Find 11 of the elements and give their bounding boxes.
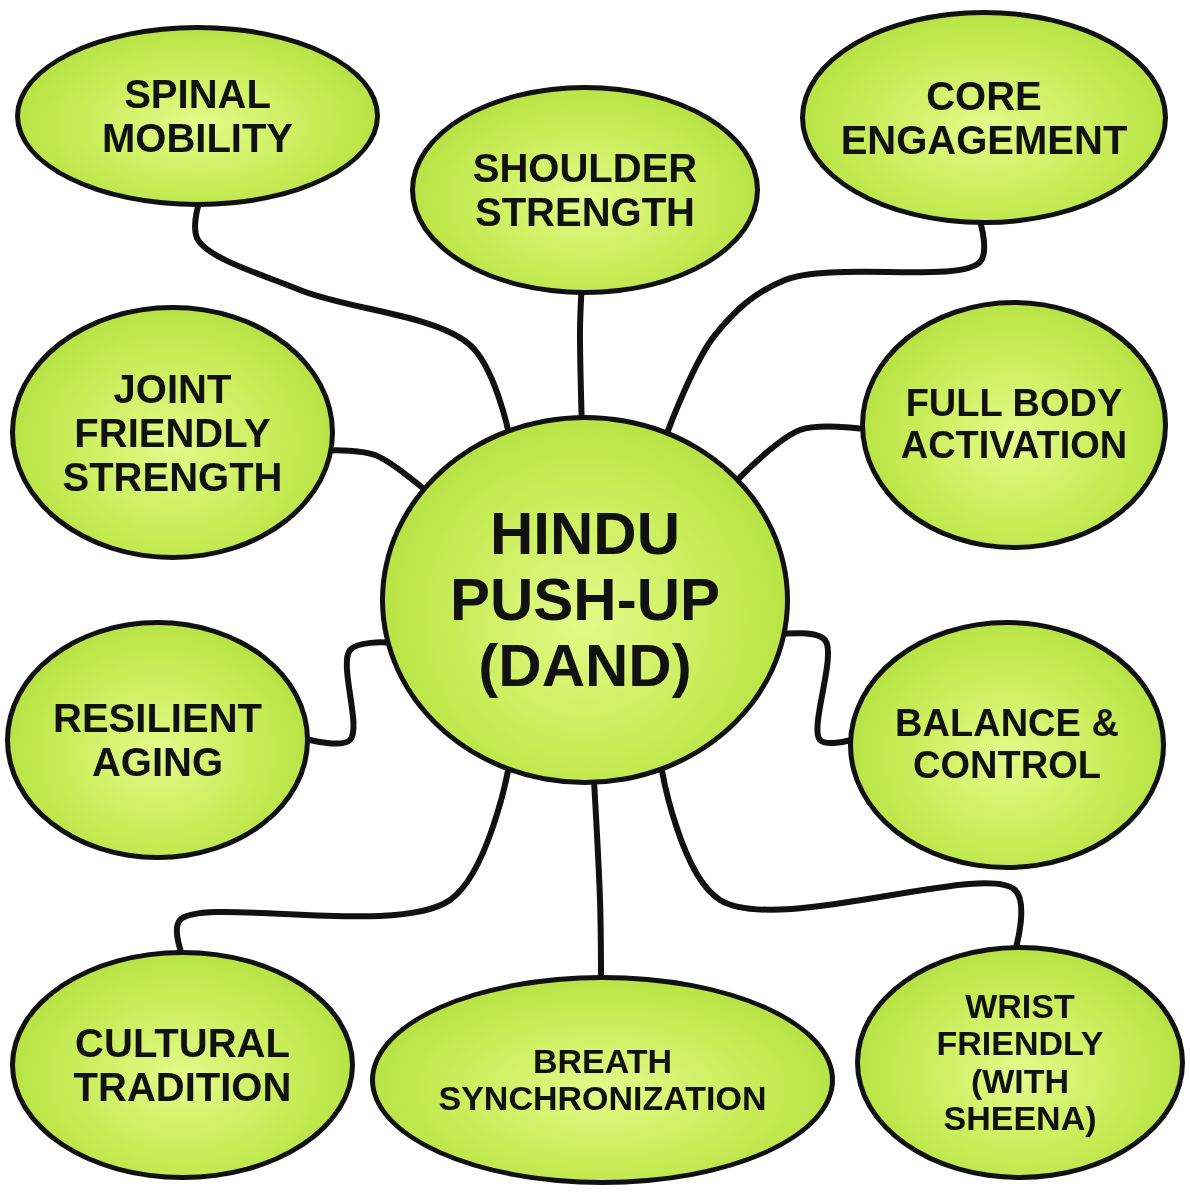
bubble-label: SHOULDER STRENGTH: [471, 146, 699, 234]
bubble-label: HINDU PUSH-UP (DAND): [449, 501, 721, 699]
bubble-label: BALANCE & CONTROL: [894, 703, 1120, 787]
bubble-label: FULL BODY ACTIVATION: [899, 383, 1129, 467]
bubble-label: SPINAL MOBILITY: [100, 72, 295, 160]
bubble-label: WRIST FRIENDLY (WITH SHEENA): [935, 987, 1105, 1138]
bubble-label: CORE ENGAGEMENT: [839, 73, 1129, 162]
bubble-label: CULTURAL TRADITION: [72, 1021, 293, 1109]
bubble-label: BREATH SYNCHRONIZATION: [437, 1042, 768, 1118]
bubble-label: RESILIENT AGING: [52, 696, 263, 784]
bubble-label: JOINT FRIENDLY STRENGTH: [61, 366, 284, 499]
